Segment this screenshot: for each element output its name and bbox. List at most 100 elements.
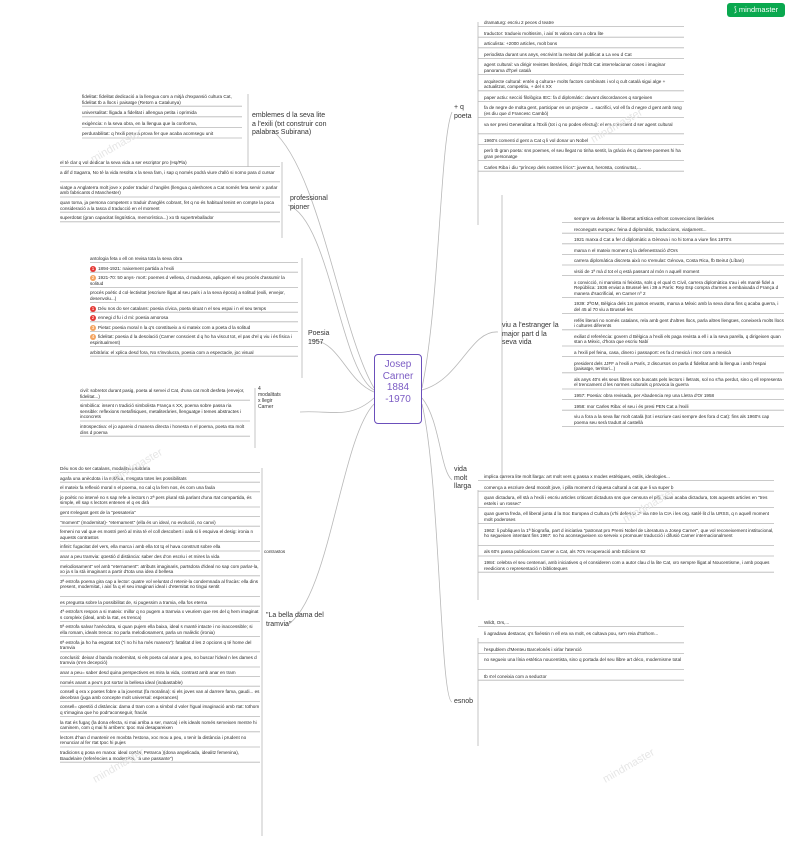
central-topic[interactable]: Josep Carner 1884 -1970 [374, 354, 422, 424]
bella_dama-item[interactable]: només anant a peu's pot sortar la belles… [60, 680, 260, 686]
branch-esnob[interactable]: esnob [454, 698, 474, 705]
esnob-item[interactable]: tb s'el coneixia com a seductor [484, 674, 684, 680]
vida-item[interactable]: 1957: Poesia: obra revisada, per Abadenc… [574, 393, 784, 399]
bella_dama-item[interactable]: 4ª estrofa's respon a si mateix: millor … [60, 609, 260, 620]
vida_extra-item[interactable]: comença a escriure desd mooolt jove, i p… [484, 485, 774, 491]
mes_que_poeta-item[interactable]: dramaturg: escriu 2 peces d teatre [484, 20, 684, 26]
bella_dama-item[interactable]: el mateix fa reflexió moral n el poema, … [60, 485, 260, 491]
mindmaster-badge[interactable]: ⟆ mindmaster [727, 3, 785, 17]
vida-item[interactable]: reconeguts europeu: feina d diplomàtic, … [574, 227, 784, 233]
branch-emblemes[interactable]: emblemes d la seva lite a l'exili (txt c… [252, 112, 327, 136]
modalitats-item[interactable]: civil: sobretot durant pasig, poeta al s… [80, 388, 250, 399]
bella_dama-item[interactable]: femeni no val que es mostri però al mira… [60, 529, 260, 540]
vida-item[interactable]: refés literari no només catalans, rela a… [574, 318, 784, 329]
vida-item[interactable]: sempre va defensar la llibertat artístic… [574, 216, 784, 222]
vida-item[interactable]: visió de 1ª mà d tot el q està passant a… [574, 269, 784, 275]
branch-professional[interactable]: professional pioner [290, 195, 328, 211]
mes_que_poeta-item[interactable]: arquitecte cultural: entén q cultura+ mo… [484, 79, 684, 90]
bella_dama-item[interactable]: jo poètic no intervé no s sap refe a lec… [60, 495, 260, 506]
vida_extra-item[interactable]: 1984: celebra el seu centenari, amb inic… [484, 560, 774, 571]
bella_dama-item[interactable]: 5ª estrofa salvar l'anècdota, si quan pu… [60, 624, 260, 635]
branch-vida-estranger[interactable]: viu a l'estranger la major part d la sev… [502, 322, 559, 346]
bella_dama-item[interactable]: lectors d'han d mantenir en movbta l'est… [60, 735, 260, 746]
modalitats-item[interactable]: simbòlica: insent n tradició simbolista … [80, 403, 250, 420]
vida-item-text: x convicció, ni marxista ni feixista, so… [574, 279, 779, 296]
esnob-item[interactable]: Wildt, Ors,... [484, 620, 684, 626]
esnob-item[interactable]: no segueix una línia estètica noucentist… [484, 657, 684, 663]
vida-item[interactable]: a l'exili pel feina, casa, dinero i pass… [574, 350, 784, 356]
vida-item[interactable]: viu a fora a la seva llar molt català (t… [574, 414, 784, 425]
branch-bella-dama[interactable]: "La bella dama del tramvia" [266, 612, 324, 628]
bella_dama-item[interactable]: conclusió: deixar d banda modernitat, si… [60, 655, 260, 666]
bella_dama-item[interactable]: 6ª estrofa ja ho ha esgotat tot ("i no h… [60, 640, 260, 651]
bella_dama-item[interactable]: tradicions q posa en marxa: ideal cortès… [60, 750, 260, 761]
esnob-item[interactable]: l'espublem d'Menteu Barcelonés i xirlar … [484, 647, 684, 653]
bella_dama-item[interactable]: agafa una anècdota i la mitifica, n'esgo… [60, 476, 260, 482]
vida-item[interactable]: president dels JJFF a l'exili a París, 2… [574, 361, 784, 372]
professional-item[interactable]: el té clar q vol dedicar la seva vida a … [60, 160, 280, 166]
vida-item[interactable]: 1958: mor Carles Riba: el seu i és presi… [574, 404, 784, 410]
vida_extra-item[interactable]: quan guerra freda, ell liberal junta d l… [484, 511, 774, 522]
professional-item[interactable]: quan torna, ja persona competent x tradu… [60, 200, 280, 211]
vida-item[interactable]: exiliat d referència: govern d Bèlgica a… [574, 334, 784, 345]
mes_que_poeta-item[interactable]: Carles Riba i diu "príncep dels nostres … [484, 165, 684, 171]
bella_dama-item[interactable]: consell= qüestió d distància: dama d tra… [60, 704, 260, 715]
vida_extra-item[interactable]: implica carrera lite molt llarga: art mo… [484, 474, 774, 480]
mes_que_poeta-item[interactable]: però tb gran poeta: sns poemes, el seu l… [484, 148, 684, 159]
mes_que_poeta-item[interactable]: agent cultural: va dirigir revistes lite… [484, 62, 684, 73]
vida-item[interactable]: carrera diplomàtica discreta això no s'e… [574, 258, 784, 264]
bella_dama-item[interactable]: anar a peu= saber desd quina perspective… [60, 670, 260, 676]
bella_dama-item[interactable]: es pregunta sobre la possibilitat de, si… [60, 600, 260, 606]
mes_que_poeta-item[interactable]: 1960's comenti d gent a Cat q li vol don… [484, 138, 684, 144]
bella_dama-item[interactable]: "moment" (modernitat)- "eternament" (ell… [60, 520, 260, 526]
professional-item[interactable]: superdotat (gran capacitat lingüística, … [60, 215, 280, 221]
bella_dama-item[interactable]: melodiosament" vel amb "eternament": atr… [60, 564, 260, 575]
bella_dama-item[interactable]: Déu nos do ser catalans, modalitat arbit… [60, 466, 260, 472]
branch-modalitats[interactable]: 4 modalitats x llegir Carner [258, 386, 281, 410]
poesia-item[interactable]: arbitrària: el xplica desd fora, No s'in… [90, 350, 298, 356]
vida_extra-item[interactable]: quan dictadura, ell stà a l'exili i escr… [484, 495, 774, 506]
mes_que_poeta-item[interactable]: periodista durant uns anys, escrivint la… [484, 52, 684, 58]
professional-item[interactable]: viatge a Anglaterra molt jove x poder tr… [60, 185, 280, 196]
modalitats-item[interactable]: introspectiva: el jo apareix d manera di… [80, 424, 250, 435]
bella_dama-item[interactable]: anar a peu tramvia: qüestió d distància:… [60, 554, 260, 560]
bella_dama-item[interactable]: gent s'elegant gent de la "pessateria" [60, 510, 260, 516]
mes_que_poeta-item[interactable]: va ser presi Generalitat a l'Exili (tot … [484, 122, 684, 128]
bella_dama-item[interactable]: 3ª estrofa poema gira cap a lector: quat… [60, 579, 260, 590]
branch-contrastos[interactable]: contrastos [264, 549, 286, 554]
vida-item[interactable]: 1939: 2ªGM, Bèlgica dels 1rs països enva… [574, 301, 784, 312]
esnob-item[interactable]: li agradava destacar, q's fixéssin n ell… [484, 631, 684, 637]
mes_que_poeta-item-text: traductor: tradueix moltissim, i així ts… [484, 30, 604, 36]
vida-item[interactable]: als anys 40's els seus llibres son busca… [574, 377, 784, 388]
branch-mes-que-poeta[interactable]: + q poeta [454, 104, 472, 120]
vida_extra-item[interactable]: 1962: li publiquen la 1ª biografia, part… [484, 528, 774, 539]
emblemes-item[interactable]: exigència: n la seva obra, en la llengua… [82, 121, 242, 127]
vida_extra-item[interactable]: als 60's passa publicacions Carner a Cat… [484, 549, 774, 555]
poesia-item[interactable]: procés poètic d col·lectivitat (escriure… [90, 290, 298, 301]
poesia-item-text: fidelitat: poesia d la desolació (Carner… [90, 334, 292, 346]
vida-item[interactable]: marxa n el mateix moment q la defenestra… [574, 248, 784, 254]
emblemes-item[interactable]: perdurabilitat: q l'exili posa a prova f… [82, 131, 242, 137]
emblemes-item-text: fidelitat: fidelitat dedicació a la llen… [82, 94, 232, 105]
branch-poesia[interactable]: Poesia 1957 [308, 330, 330, 346]
emblemes-item[interactable]: universalitat: lligada a fidelitat i all… [82, 110, 242, 116]
poesia-item[interactable]: antologia feta x ell on revisa tota la s… [90, 256, 298, 262]
bella_dama-item[interactable]: la rtat és fugaç (la dona efecta, si mai… [60, 720, 260, 731]
emblemes-item[interactable]: fidelitat: fidelitat dedicació a la llen… [82, 94, 242, 105]
mes_que_poeta-item[interactable]: fa de negre de molta gent, participar en… [484, 105, 684, 116]
branch-vida-llarga[interactable]: vida molt llarga [454, 466, 472, 490]
professional-item[interactable]: a dif d Sagarra, No té la vida resolta x… [60, 170, 280, 176]
mes_que_poeta-item[interactable]: traductor: tradueix moltissim, i així ts… [484, 31, 684, 37]
vida-item[interactable]: x convicció, ni marxista ni feixista, so… [574, 280, 784, 297]
mes_que_poeta-item[interactable]: paper actiu: secció filològica IEC: fa d… [484, 95, 684, 101]
bella_dama-item[interactable]: infinit: fugacitat del vers, ella marca … [60, 544, 260, 550]
bella_dama-item[interactable]: consell q era x poetes fobre a la jovent… [60, 689, 260, 700]
mes_que_poeta-item[interactable]: articulista: +2000 articles, molt bons [484, 41, 684, 47]
vida-item[interactable]: 1921 marxa d Cat a fer d diplomàtic a Gè… [574, 237, 784, 243]
